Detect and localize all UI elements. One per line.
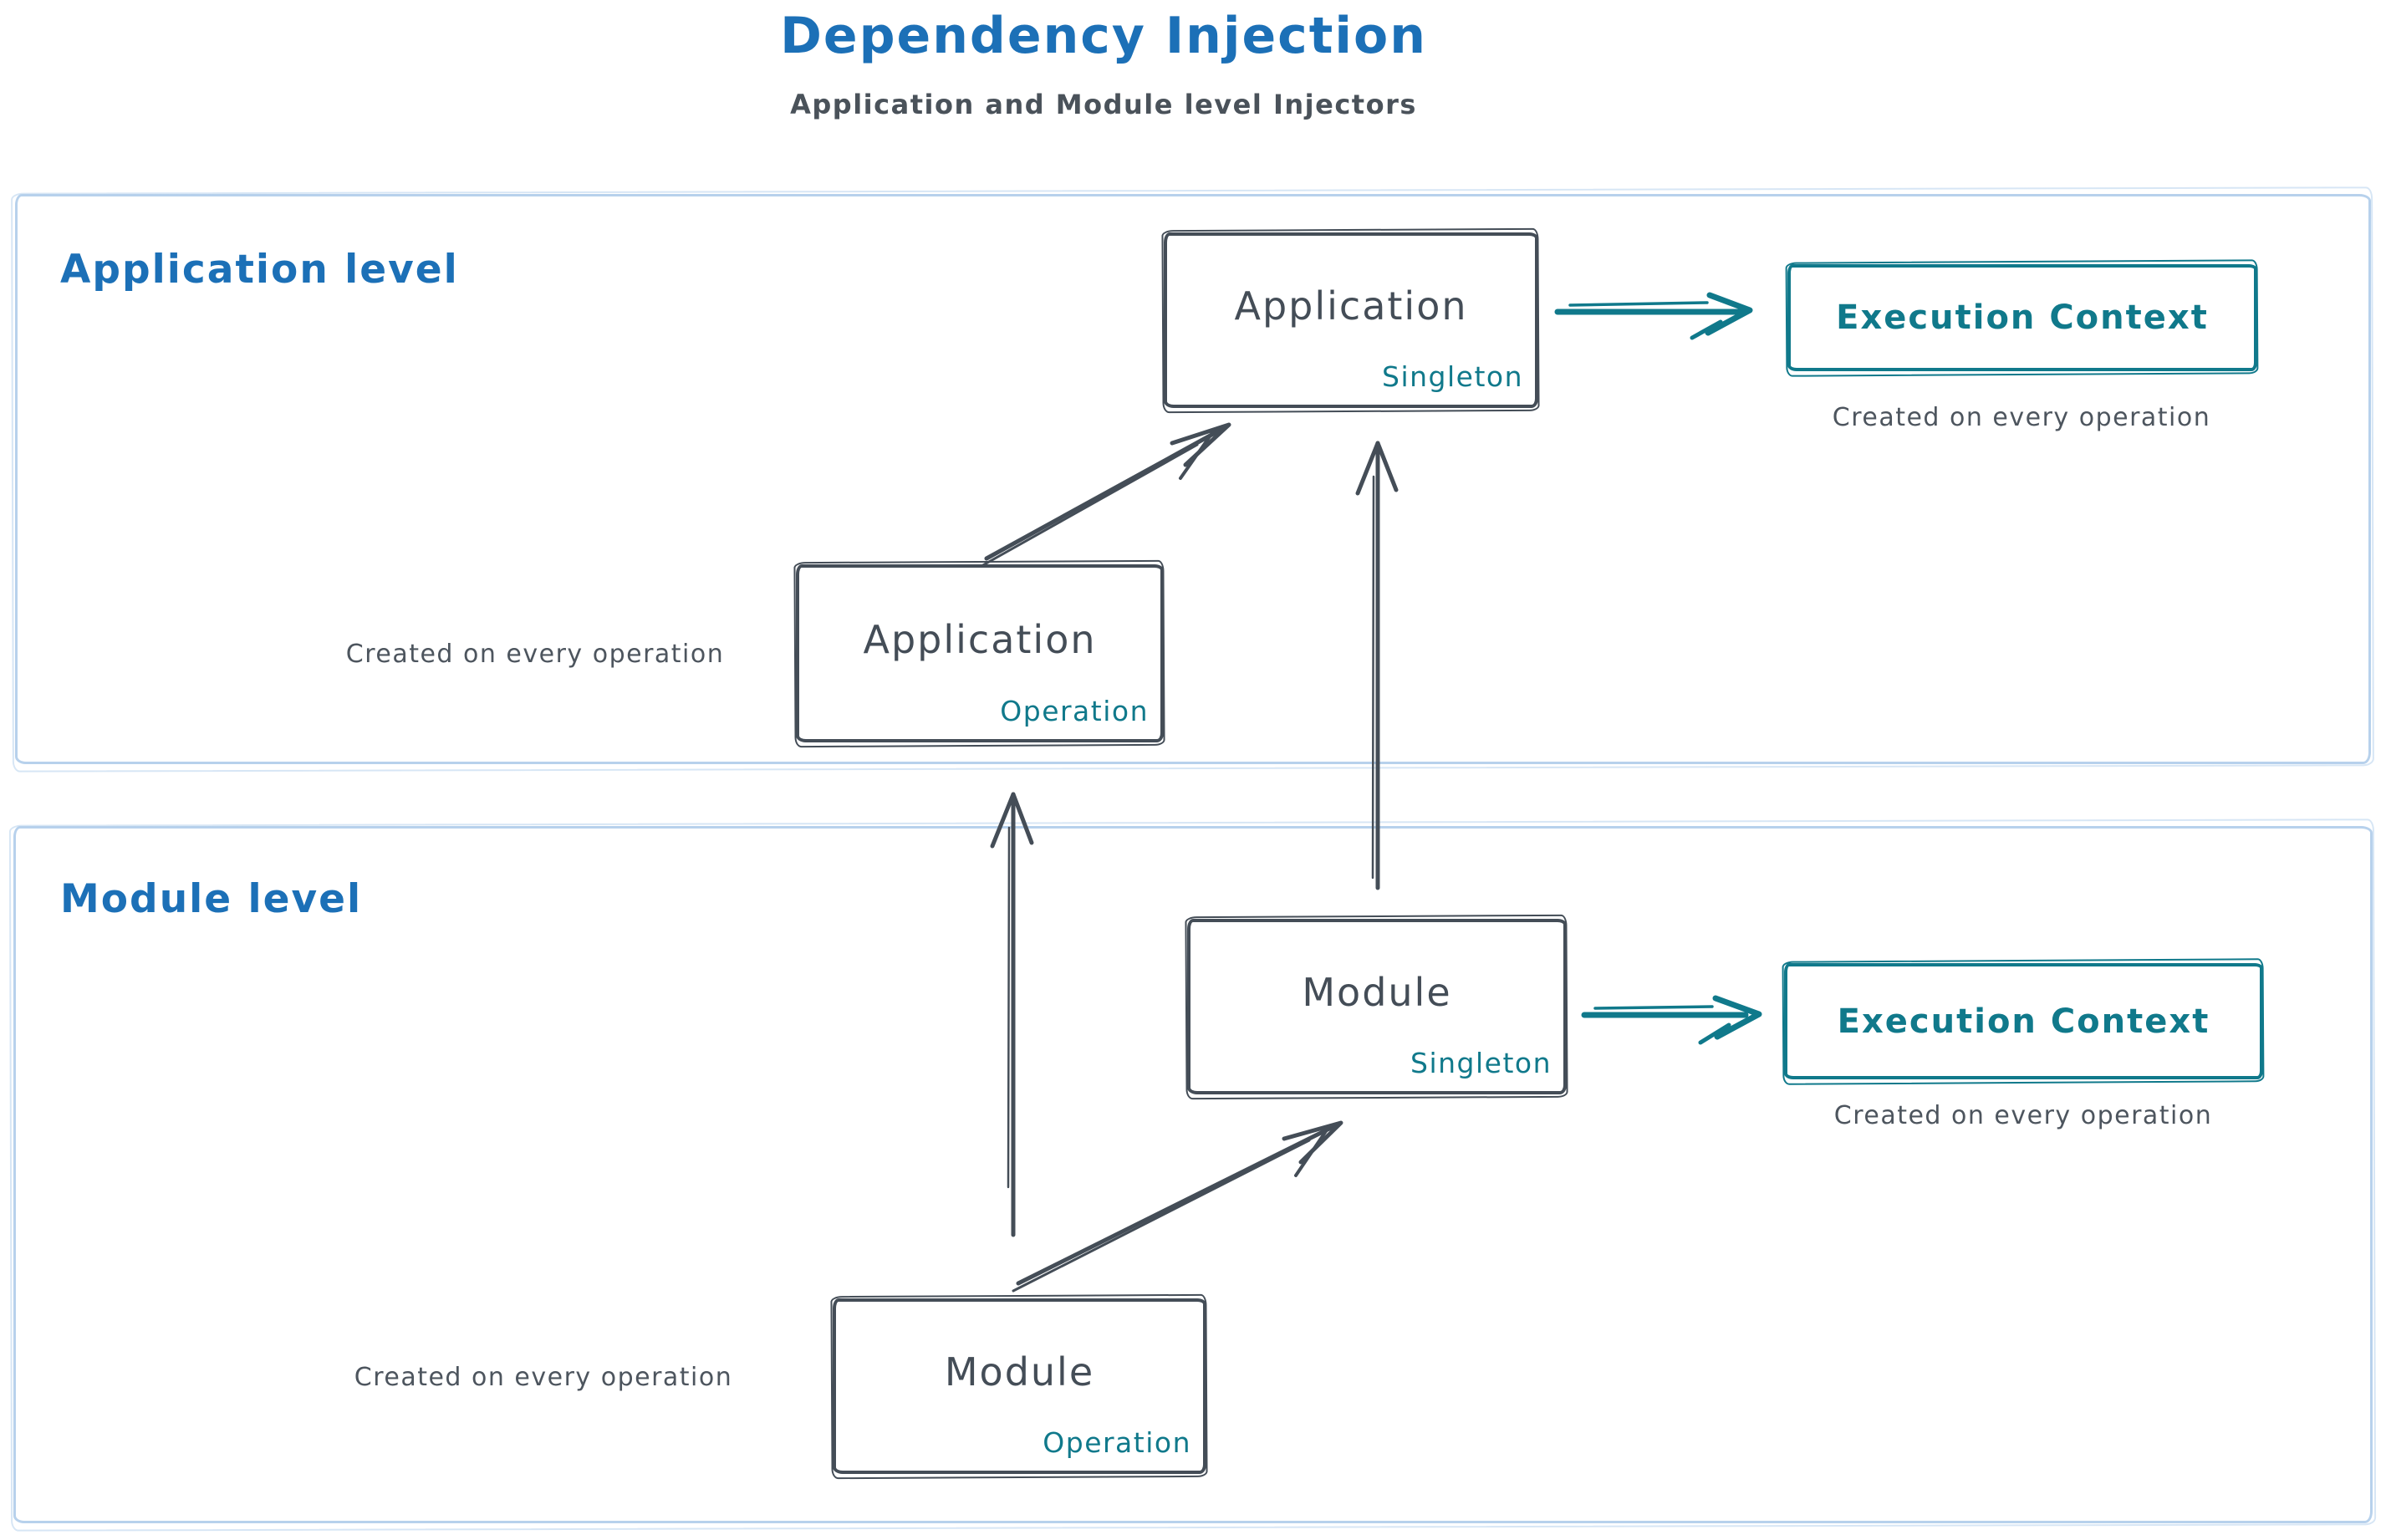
module-level-label: Module level (60, 876, 363, 922)
application-execution-context-label: Execution Context (1836, 298, 2209, 337)
application-singleton-label: Application (1234, 283, 1468, 329)
application-execution-context-caption: Created on every operation (1832, 403, 2211, 432)
module-singleton-label: Module (1302, 970, 1452, 1015)
module-operation-tag: Operation (1043, 1426, 1191, 1459)
module-operation-caption: Created on every operation (354, 1363, 733, 1392)
application-singleton-box: Application Singleton (1164, 232, 1538, 408)
application-singleton-tag: Singleton (1382, 360, 1523, 393)
page-subtitle: Application and Module level Injectors (790, 89, 1417, 120)
module-operation-box: Module Operation (833, 1298, 1206, 1474)
page-title: Dependency Injection (780, 7, 1427, 65)
module-singleton-box: Module Singleton (1187, 919, 1567, 1094)
module-operation-label: Module (944, 1349, 1095, 1395)
diagram-header: Dependency Injection Application and Mod… (518, 7, 1689, 120)
application-operation-label: Application (863, 616, 1097, 662)
module-execution-context-box: Execution Context (1784, 963, 2263, 1079)
application-level-label: Application level (60, 247, 459, 293)
module-execution-context-caption: Created on every operation (1833, 1101, 2213, 1130)
module-singleton-tag: Singleton (1410, 1047, 1552, 1079)
application-level-container (15, 194, 2371, 764)
application-operation-caption: Created on every operation (345, 640, 725, 669)
module-execution-context-label: Execution Context (1837, 1002, 2210, 1041)
application-execution-context-box: Execution Context (1787, 264, 2257, 371)
module-level-container (13, 826, 2373, 1523)
application-operation-box: Application Operation (796, 564, 1164, 742)
application-operation-tag: Operation (1000, 695, 1149, 727)
